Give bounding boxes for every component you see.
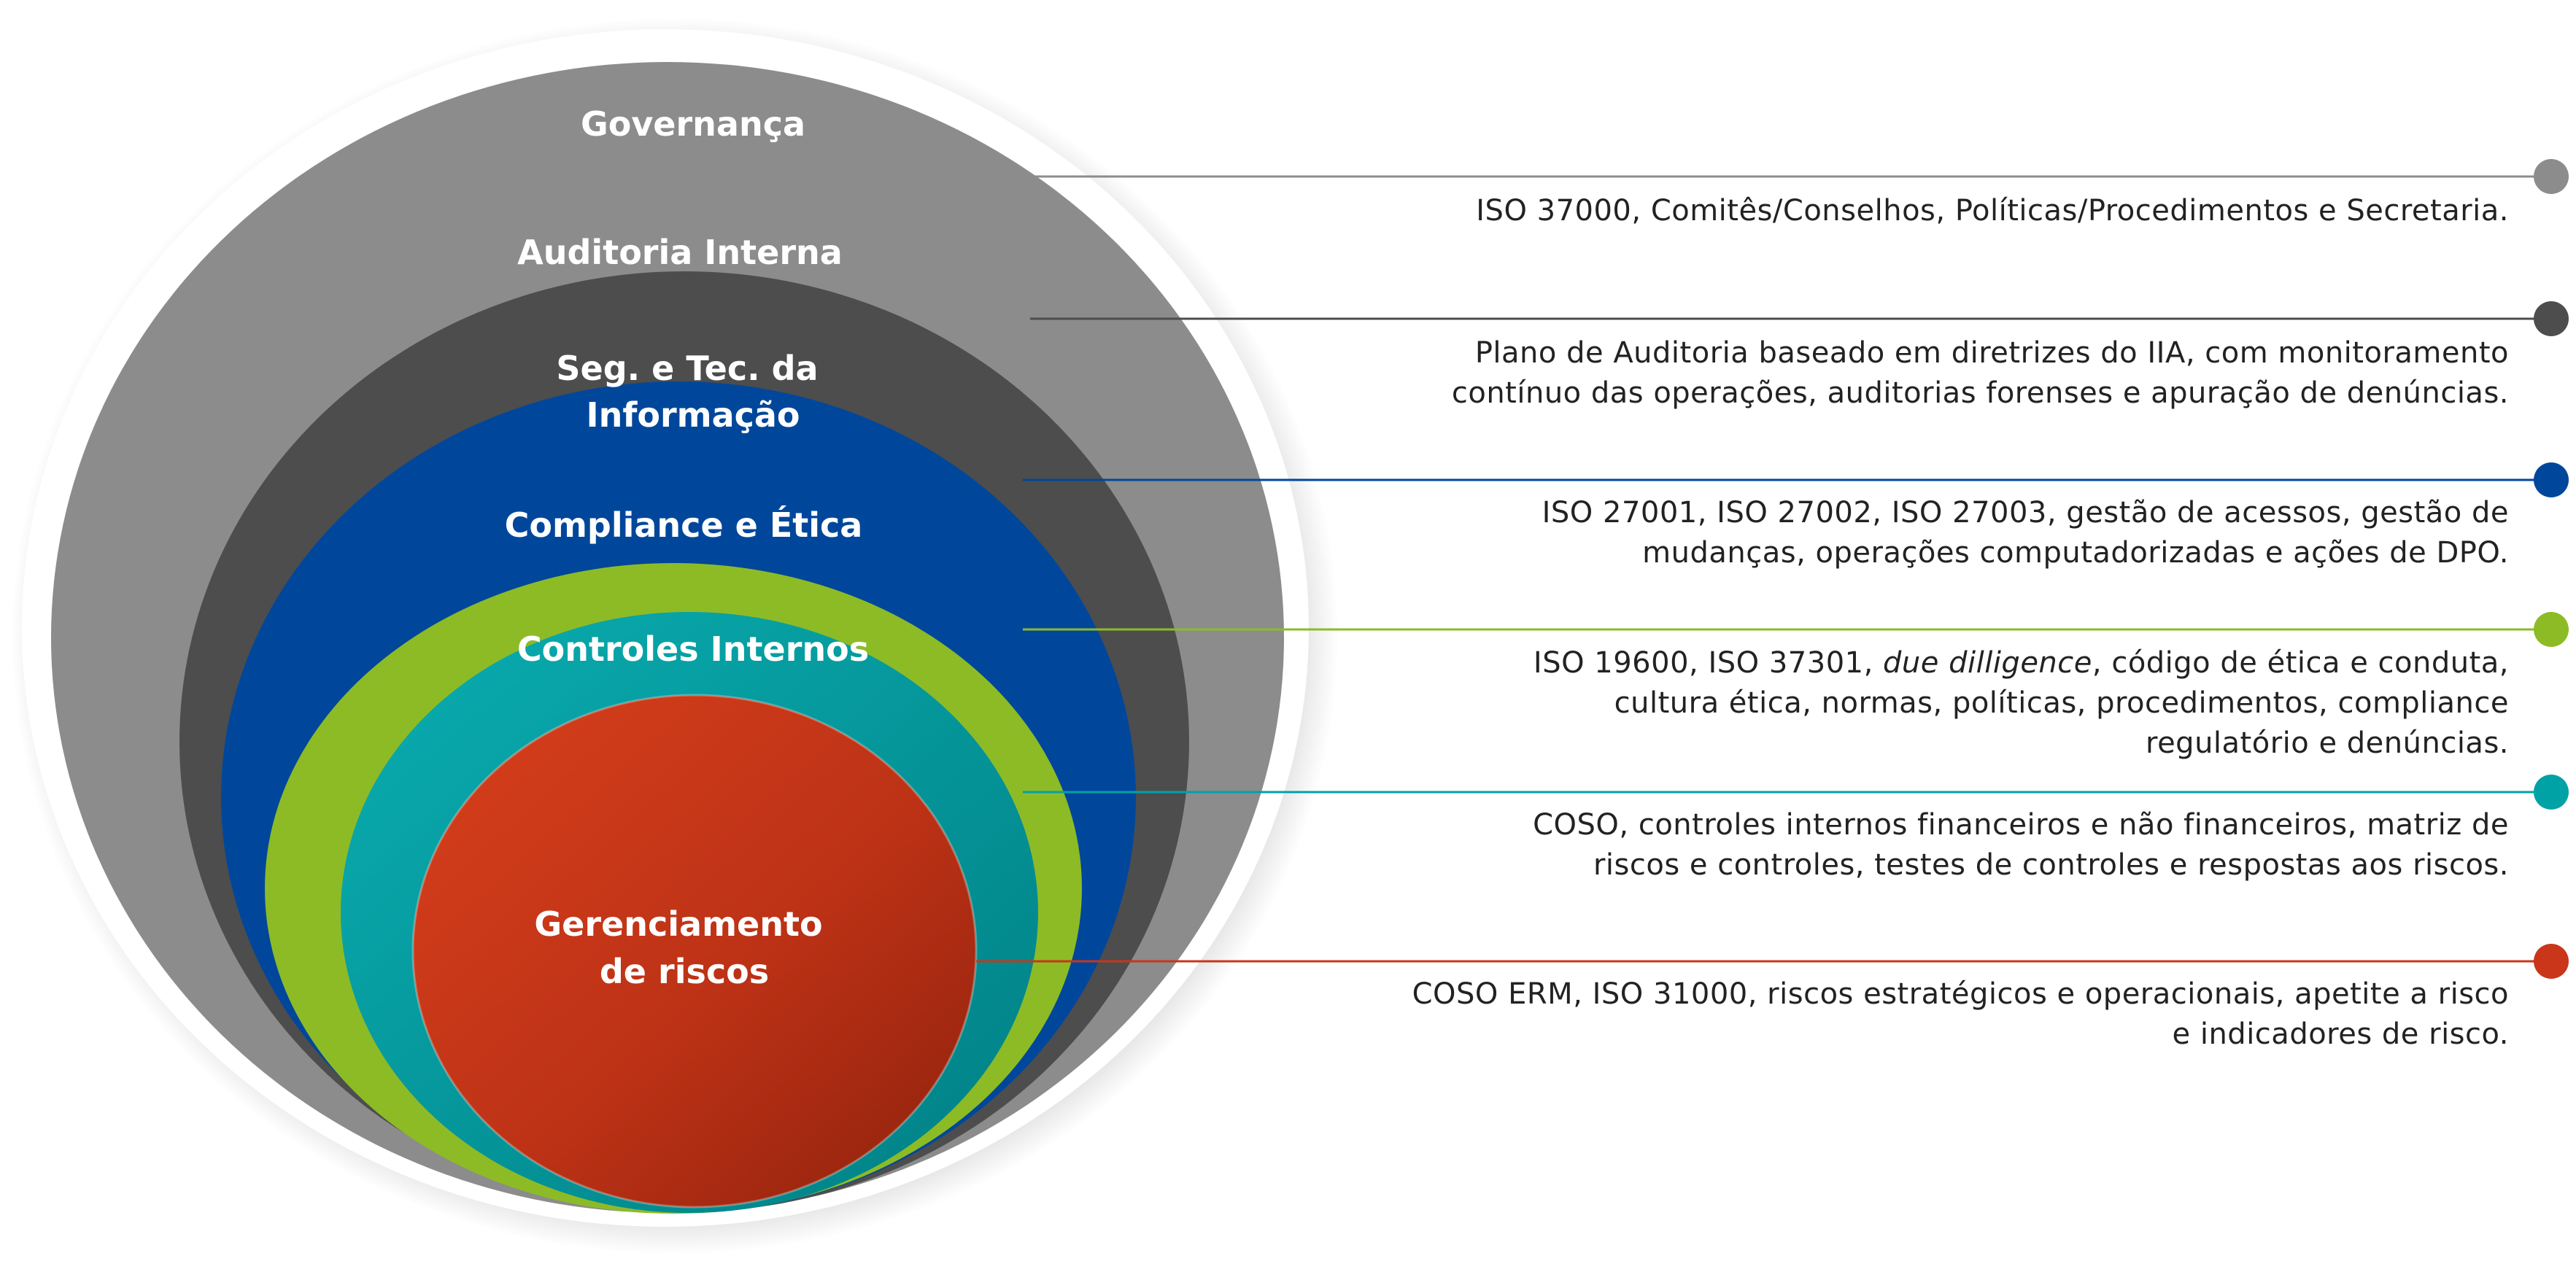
- description-text: cultura ética, normas, políticas, proced…: [1614, 686, 2509, 720]
- description-text: COSO, controles internos financeiros e n…: [1533, 808, 2509, 842]
- layer-auditoria-description: Plano de Auditoria baseado em diretrizes…: [1452, 333, 2509, 414]
- layer-controles-title: Controles Internos: [517, 629, 869, 669]
- description-line: ISO 27001, ISO 27002, ISO 27003, gestão …: [1542, 493, 2509, 533]
- layer-riscos-description: COSO ERM, ISO 31000, riscos estratégicos…: [1412, 974, 2509, 1055]
- description-line: ISO 37000, Comitês/Conselhos, Políticas/…: [1476, 191, 2509, 231]
- layer-compliance-description: ISO 19600, ISO 37301, due dilligence, có…: [1533, 643, 2509, 764]
- description-line: contínuo das operações, auditorias foren…: [1452, 373, 2509, 414]
- description-text: mudanças, operações computadorizadas e a…: [1642, 536, 2509, 570]
- layer-governanca-title: Governança: [581, 104, 805, 144]
- layer-seguranca-title: Seg. e Tec. da Informação: [556, 349, 829, 435]
- description-text: COSO ERM, ISO 31000, riscos estratégicos…: [1412, 977, 2509, 1011]
- connector-dot-seguranca: [2534, 462, 2569, 497]
- connector-dot-governanca: [2534, 159, 2569, 194]
- layer-riscos-shape: [411, 694, 978, 1209]
- description-text: Plano de Auditoria baseado em diretrizes…: [1474, 336, 2509, 370]
- layer-auditoria-title: Auditoria Interna: [517, 233, 843, 272]
- description-text: ISO 27001, ISO 27002, ISO 27003, gestão …: [1542, 496, 2509, 530]
- description-text: ISO 37000, Comitês/Conselhos, Políticas/…: [1476, 194, 2509, 228]
- description-text: contínuo das operações, auditorias foren…: [1451, 376, 2509, 410]
- connector-dot-riscos: [2534, 944, 2569, 979]
- description-text: , código de ética e conduta,: [2092, 646, 2509, 680]
- description-text: e indicadores de risco.: [2172, 1017, 2509, 1051]
- description-line: COSO ERM, ISO 31000, riscos estratégicos…: [1412, 974, 2509, 1015]
- description-italic-text: due dilligence: [1883, 646, 2092, 680]
- description-line: e indicadores de risco.: [1412, 1015, 2509, 1055]
- connector-dot-auditoria: [2534, 301, 2569, 336]
- description-text: regulatório e denúncias.: [2146, 726, 2509, 760]
- description-line: ISO 19600, ISO 37301, due dilligence, có…: [1533, 643, 2509, 683]
- description-line: Plano de Auditoria baseado em diretrizes…: [1452, 333, 2509, 373]
- connector-dot-controles: [2534, 775, 2569, 810]
- layer-controles-description: COSO, controles internos financeiros e n…: [1533, 805, 2509, 885]
- layer-governanca-description: ISO 37000, Comitês/Conselhos, Políticas/…: [1476, 191, 2509, 231]
- description-line: cultura ética, normas, políticas, proced…: [1533, 683, 2509, 724]
- connector-dot-compliance: [2534, 612, 2569, 647]
- description-line: riscos e controles, testes de controles …: [1533, 845, 2509, 885]
- description-line: COSO, controles internos financeiros e n…: [1533, 805, 2509, 845]
- description-line: mudanças, operações computadorizadas e a…: [1542, 533, 2509, 573]
- layer-riscos-title: Gerenciamento de riscos: [534, 904, 834, 991]
- layer-seguranca-description: ISO 27001, ISO 27002, ISO 27003, gestão …: [1542, 493, 2509, 573]
- description-text: riscos e controles, testes de controles …: [1593, 848, 2509, 882]
- description-text: ISO 19600, ISO 37301,: [1533, 646, 1884, 680]
- description-line: regulatório e denúncias.: [1533, 724, 2509, 764]
- layer-compliance-title: Compliance e Ética: [505, 505, 863, 545]
